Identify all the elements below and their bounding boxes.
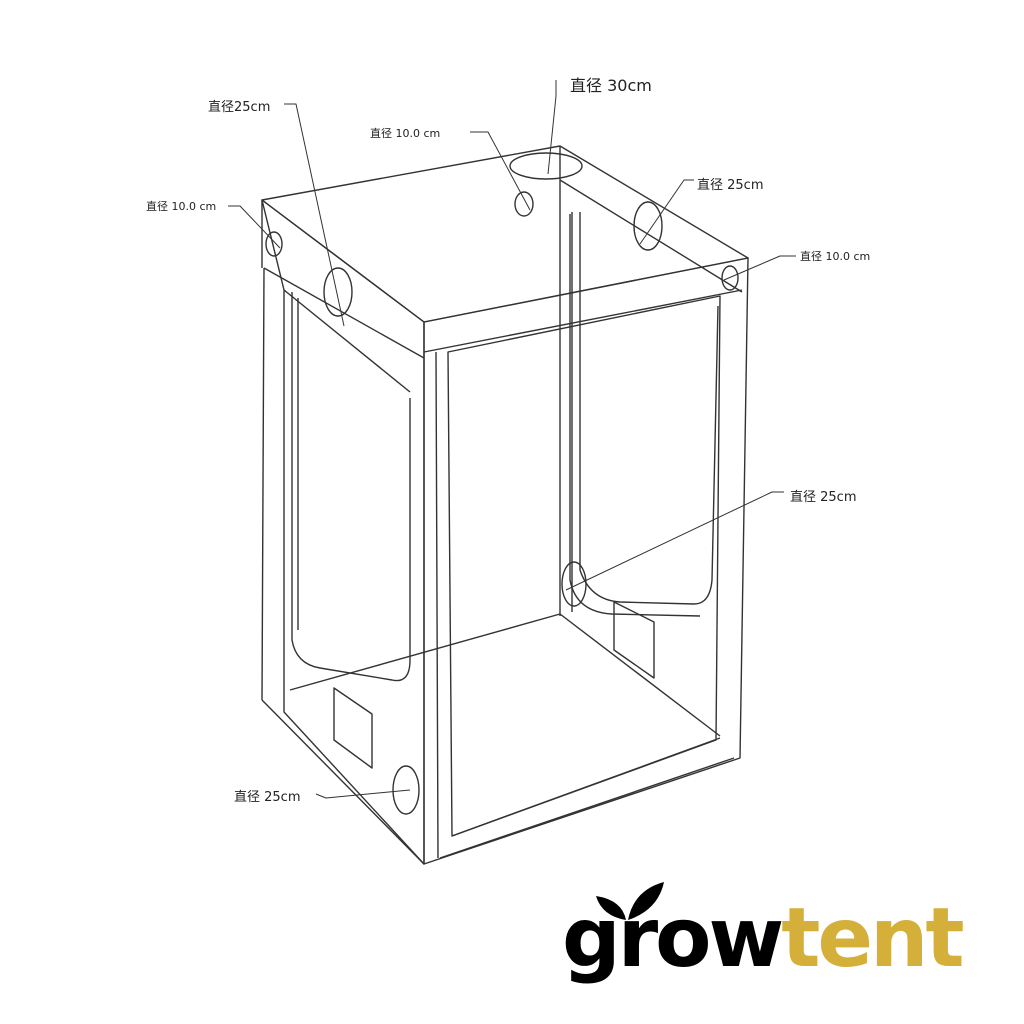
vent-right [613, 601, 655, 679]
port-top-small [514, 191, 534, 217]
floor-back [289, 613, 561, 691]
leader-top-small [470, 131, 531, 211]
port-right-small [721, 265, 739, 291]
label-left-upper-small-diameter: 直径 10.0 cm [146, 200, 217, 213]
logo-grow: grow [562, 891, 784, 986]
leader-right-lower [565, 491, 784, 591]
port-right-large [633, 201, 663, 251]
right-side-panel [579, 212, 719, 605]
vent-left [333, 687, 373, 769]
port-left-small [265, 231, 283, 257]
logo-wordmark: growtent [562, 898, 965, 980]
top-band-right [559, 179, 743, 293]
top-band-front [423, 289, 743, 353]
tent-right-face [423, 257, 749, 865]
left-side-panel [291, 292, 411, 682]
front-door-opening [447, 295, 721, 837]
tent-left-face [261, 199, 425, 865]
label-top-small-diameter: 直径 10.0 cm [370, 127, 441, 140]
label-left-upper-large-diameter: 直径25cm [208, 100, 271, 115]
port-top-30cm [509, 152, 583, 180]
label-right-upper-small-diameter: 直径 10.0 cm [800, 250, 871, 263]
label-right-lower-diameter: 直径 25cm [790, 490, 857, 505]
label-top-port-diameter: 直径 30cm [570, 76, 652, 95]
tent-top-face [261, 145, 749, 323]
port-side-lower [561, 561, 587, 607]
label-right-upper-large-diameter: 直径 25cm [697, 178, 764, 193]
port-left-large [323, 267, 353, 317]
leader-left-upper-small [228, 205, 281, 249]
label-left-lower-diameter: 直径 25cm [234, 790, 301, 805]
logo-tent: tent [781, 891, 964, 986]
leader-top-port [547, 80, 557, 175]
leader-right-upper-large [639, 179, 694, 245]
leader-right-upper-small [723, 255, 796, 281]
growtent-logo: growtent [556, 876, 996, 996]
leaf-sprout-icon [596, 882, 664, 920]
port-front-lower [392, 765, 420, 815]
leader-left-lower [315, 789, 411, 799]
leader-left-upper-large [284, 103, 345, 327]
